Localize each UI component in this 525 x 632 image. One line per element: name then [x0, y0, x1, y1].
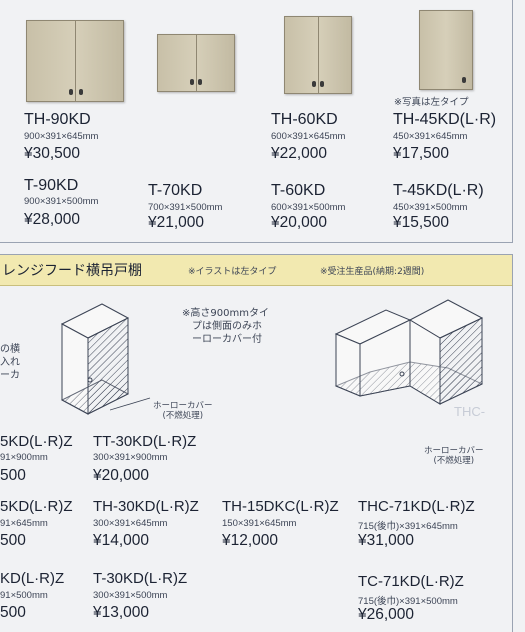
dimensions: 900×391×645mm — [24, 131, 99, 142]
section-title: レンジフード横吊戸棚 — [2, 263, 142, 279]
nonflame-label: (不燃処理) — [162, 411, 204, 421]
price: ¥15,500 — [393, 214, 450, 231]
model-name: TT-30KD(L·R)Z — [93, 433, 197, 450]
model-name: T-70KD — [148, 182, 203, 199]
dimensions: 600×391×645mm — [271, 131, 346, 142]
cut-off-note-line: の横 — [0, 344, 20, 355]
enamel-cover-label-right: ホーローカバー (不燃処理) — [424, 446, 484, 466]
top-product-panel — [0, 0, 513, 243]
height-note: ※高さ900mmタイ プは側面のみホ ーローカバー付 — [182, 307, 269, 346]
dimensions: 300×391×645mm — [93, 518, 168, 529]
dimensions: 900×391×500mm — [24, 196, 99, 207]
price: ¥26,000 — [358, 606, 415, 623]
dimensions: 700×391×500mm — [148, 202, 223, 213]
model-name: TC-71KD(L·R)Z — [358, 573, 464, 590]
model-name: TH-30KD(L·R)Z — [93, 498, 199, 515]
height-note-line: ーローカバー付 — [192, 334, 262, 345]
price: ¥13,000 — [93, 604, 150, 621]
dimensions: 300×391×500mm — [93, 590, 168, 601]
model-name: TH-60KD — [271, 111, 338, 128]
cut-off-note-line: 入れ — [0, 357, 20, 368]
price: ¥28,000 — [24, 211, 81, 228]
dimensions: 91×900mm — [0, 452, 48, 463]
price: ¥20,000 — [271, 214, 328, 231]
dimensions: 91×500mm — [0, 590, 48, 601]
model-name: T-90KD — [24, 177, 79, 194]
dimensions: 91×645mm — [0, 518, 48, 529]
photo-note: ※写真は左タイプ — [394, 97, 469, 108]
price: ¥20,000 — [93, 467, 150, 484]
price: ¥30,500 — [24, 145, 81, 162]
cut-off-note: の横 入れ ーカ — [0, 343, 20, 382]
cabinet-photo-t-70kd — [157, 34, 235, 92]
enamel-label: ホーローカバー — [153, 401, 213, 411]
price: ¥31,000 — [358, 532, 415, 549]
corner-cabinet-illustration — [334, 299, 484, 405]
price: ¥22,000 — [271, 145, 328, 162]
price: ¥21,000 — [148, 214, 205, 231]
dimensions: 300×391×900mm — [93, 452, 168, 463]
cabinet-illustration-tall — [60, 303, 130, 415]
enamel-cover-label-left: ホーローカバー (不燃処理) — [153, 401, 213, 421]
cabinet-photo-th-45kd — [419, 10, 473, 90]
model-name: 5KD(L·R)Z — [0, 498, 73, 515]
price: 500 — [0, 532, 26, 549]
cabinet-photo-th-60kd — [284, 16, 352, 94]
cut-off-note-line: ーカ — [0, 370, 20, 381]
section-header: レンジフード横吊戸棚 ※イラストは左タイプ ※受注生産品(納期:2週間) — [0, 254, 512, 286]
dimensions: 150×391×645mm — [222, 518, 297, 529]
dimensions: 450×391×500mm — [393, 202, 468, 213]
price: ¥12,000 — [222, 532, 279, 549]
model-name: THC-71KD(L·R)Z — [358, 498, 475, 515]
model-name: T-60KD — [271, 182, 326, 199]
model-name: T-45KD(L·R) — [393, 182, 484, 199]
price: ¥17,500 — [393, 145, 450, 162]
dimensions: 600×391×500mm — [271, 202, 346, 213]
model-name: TH-45KD(L·R) — [393, 111, 497, 128]
model-name: TH-90KD — [24, 111, 91, 128]
dimensions: 715(後巾)×391×500mm — [358, 596, 458, 607]
dimensions: 450×391×645mm — [393, 131, 468, 142]
height-note-line: プは側面のみホ — [192, 321, 262, 332]
nonflame-label: (不燃処理) — [433, 456, 475, 466]
model-name: T-30KD(L·R)Z — [93, 570, 188, 587]
cabinet-photo-th-90kd — [26, 20, 124, 102]
height-note-line: ※高さ900mmタイ — [182, 308, 269, 319]
panel-border — [512, 254, 513, 632]
enamel-label: ホーローカバー — [424, 446, 484, 456]
ghost-text: THC- — [454, 404, 486, 419]
price: 500 — [0, 604, 26, 621]
dimensions: 715(後巾)×391×645mm — [358, 521, 458, 532]
model-name: KD(L·R)Z — [0, 570, 65, 587]
model-name: 5KD(L·R)Z — [0, 433, 73, 450]
price: 500 — [0, 467, 26, 484]
illustration-note: ※イラストは左タイプ — [188, 267, 277, 277]
price: ¥14,000 — [93, 532, 150, 549]
order-note: ※受注生産品(納期:2週間) — [320, 267, 425, 277]
model-name: TH-15DKC(L·R)Z — [222, 498, 339, 515]
enamel-callout-line-left — [110, 397, 151, 411]
